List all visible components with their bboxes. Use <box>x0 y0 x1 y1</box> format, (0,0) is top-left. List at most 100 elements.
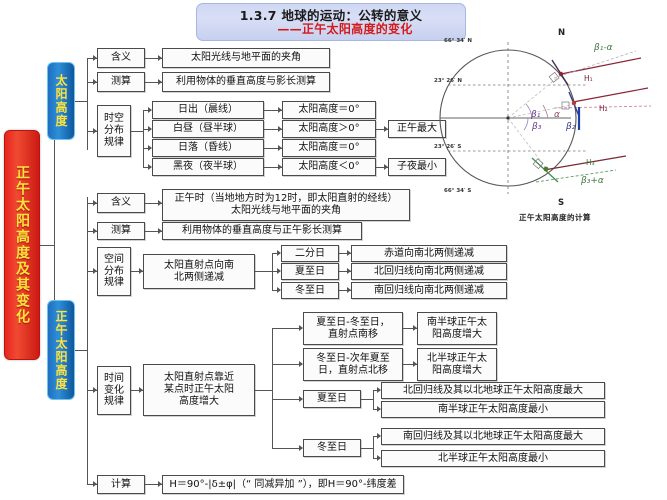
root-node[interactable]: 正午太阳高度及其变化 <box>4 130 40 360</box>
connector-solstice-1-r1 <box>373 390 380 391</box>
time-period-2-l2: 日，直射点北移 <box>318 364 388 376</box>
ray-mid-solid <box>572 87 649 103</box>
noon-spatial-value: 太阳直射点向南 北两侧递减 <box>143 254 255 289</box>
arrow-solstice-2-r2 <box>377 455 381 461</box>
right-angle-mid <box>561 101 570 110</box>
connector-spatial-r3-res <box>339 290 351 291</box>
label-north-pole: N <box>558 28 566 38</box>
arrow-sun-meaning-value <box>158 55 162 61</box>
spatial-day-1: 二分日 <box>281 245 339 262</box>
connector-time-r1-res <box>403 328 417 329</box>
connector-noon-time <box>87 390 97 391</box>
sun-spacetime-label-l1: 时空 <box>104 113 124 125</box>
page-title-banner: 1.3.7 地球的运动：公转的意义 ——正午太阳高度的变化 <box>196 3 466 41</box>
connector-root-trunk <box>40 245 54 246</box>
connector-solstice-1-spine <box>373 390 374 409</box>
connector-spatial-r2 <box>272 271 280 272</box>
connector-noon-out <box>75 350 87 351</box>
point-upper <box>558 71 564 77</box>
connector-solstice-2-spine <box>373 436 374 458</box>
connector-time-r1 <box>272 328 302 329</box>
connector-noon-meaning-value <box>145 203 162 204</box>
sun-altitude-1: 太阳高度＝0° <box>282 101 376 119</box>
connector-solstice-1-out <box>361 399 373 400</box>
sun-spacetime-label-l2: 分布 <box>104 125 124 137</box>
time-result-2-l1: 北半球正午太 <box>427 352 487 364</box>
time-period-1: 夏至日-冬至日， 直射点南移 <box>303 312 403 345</box>
point-lower <box>543 166 549 172</box>
noon-spatial-label: 空间 分布 规律 <box>97 247 131 296</box>
arrow-spatial-r2-res <box>347 268 351 274</box>
branch-node-sun-altitude-label: 太阳高度 <box>54 74 68 128</box>
noon-time-value-l1: 太阳直射点靠近 <box>164 372 234 384</box>
connector-sun-out <box>75 101 87 102</box>
sun-spacetime-label-l3: 规律 <box>104 136 124 148</box>
connector-sun-meaning <box>87 58 97 59</box>
label-tropic-north: 23° 26′ N <box>434 78 462 84</box>
connector-row2-extreme <box>376 129 388 130</box>
noon-time-label: 时间 变化 规律 <box>97 366 131 415</box>
connector-sun-meaning-value <box>145 58 162 59</box>
arrow-noon-measure-value <box>158 228 162 234</box>
noon-altitude-diagram: N S 66° 34′ N 23° 26′ N 23° 26′ S 66° 34… <box>434 28 667 215</box>
arrow-sun-spacetime <box>93 128 97 134</box>
time-period-1-l1: 夏至日-冬至日， <box>316 316 390 328</box>
time-result-2-l2: 阳高度增大 <box>432 364 482 376</box>
solstice-1-result-1: 北回归线及其以北地球正午太阳高度最大 <box>381 382 605 399</box>
figure-caption: 正午太阳高度的计算 <box>519 213 591 222</box>
arrow-sun-meaning <box>93 55 97 61</box>
label-alpha: α <box>554 110 560 120</box>
arrow-time-r2 <box>299 361 303 367</box>
arrow-row1-alt <box>278 107 282 113</box>
radius-upper <box>507 72 564 119</box>
arrow-solstice-1 <box>299 396 303 402</box>
label-beta1-minus-alpha: β₁-α <box>594 43 613 53</box>
branch-node-sun-altitude[interactable]: 太阳高度 <box>47 62 75 140</box>
noon-time-label-l3: 规律 <box>104 396 124 408</box>
arrow-noon-meaning <box>93 200 97 206</box>
branch-node-noon-label: 正午太阳高度 <box>54 309 68 391</box>
sun-altitude-3: 太阳高度＝0° <box>282 139 376 157</box>
label-beta3-plus-alpha: β₃+α <box>581 176 604 186</box>
sun-altitude-2: 太阳高度＞0° <box>282 120 376 138</box>
right-angle-upper <box>548 71 560 83</box>
sun-phase-4: 黑夜（夜半球） <box>152 158 264 176</box>
connector-noon-spatial <box>87 271 97 272</box>
arrow-noon-calc-value <box>158 481 162 487</box>
connector-sun-measure-value <box>145 82 162 83</box>
arrow-time-r1 <box>299 325 303 331</box>
arrow-sun-measure <box>93 79 97 85</box>
right-angle-lower <box>532 158 544 170</box>
noon-meaning-label: 含义 <box>97 193 145 213</box>
time-period-1-l2: 直射点南移 <box>328 328 378 340</box>
arrow-solstice-2 <box>299 445 303 451</box>
time-period-2: 冬至日-次年夏至 日，直射点北移 <box>303 348 403 381</box>
arrow-spatial-r3 <box>277 287 281 293</box>
point-mid <box>571 100 577 106</box>
arrow-row4-alt <box>278 164 282 170</box>
arc-alpha <box>542 104 549 119</box>
arc-beta1 <box>525 103 533 119</box>
arrow-noon-calc <box>93 481 97 487</box>
arrow-solstice-1-r1 <box>377 387 381 393</box>
sun-meaning-value: 太阳光线与地平面的夹角 <box>162 48 330 68</box>
time-result-1-l2: 阳高度增大 <box>432 328 482 340</box>
connector-sun-measure <box>87 82 97 83</box>
branch-node-noon-sun-altitude[interactable]: 正午太阳高度 <box>47 300 75 400</box>
sun-extreme-2: 正午最大 <box>388 120 446 138</box>
arc-beta3 <box>523 117 529 131</box>
globe-center <box>506 116 510 120</box>
connector-time-r2 <box>272 364 302 365</box>
label-h3: H₃ <box>586 158 595 167</box>
connector-spatial-r2-res <box>339 271 351 272</box>
arrow-spatial-r2 <box>277 268 281 274</box>
noon-time-value-l3: 高度增大 <box>179 395 219 407</box>
arrow-row2 <box>148 126 152 132</box>
arrow-row1 <box>148 107 152 113</box>
arrow-noon-measure <box>93 228 97 234</box>
noon-meaning-value: 正午时（当地地方时为12时，即太阳直射的经线） 太阳光线与地平面的夹角 <box>162 189 410 221</box>
ray-lower-solid <box>543 155 627 171</box>
arrow-solstice-2-r1 <box>377 433 381 439</box>
radius-mid <box>507 103 577 119</box>
